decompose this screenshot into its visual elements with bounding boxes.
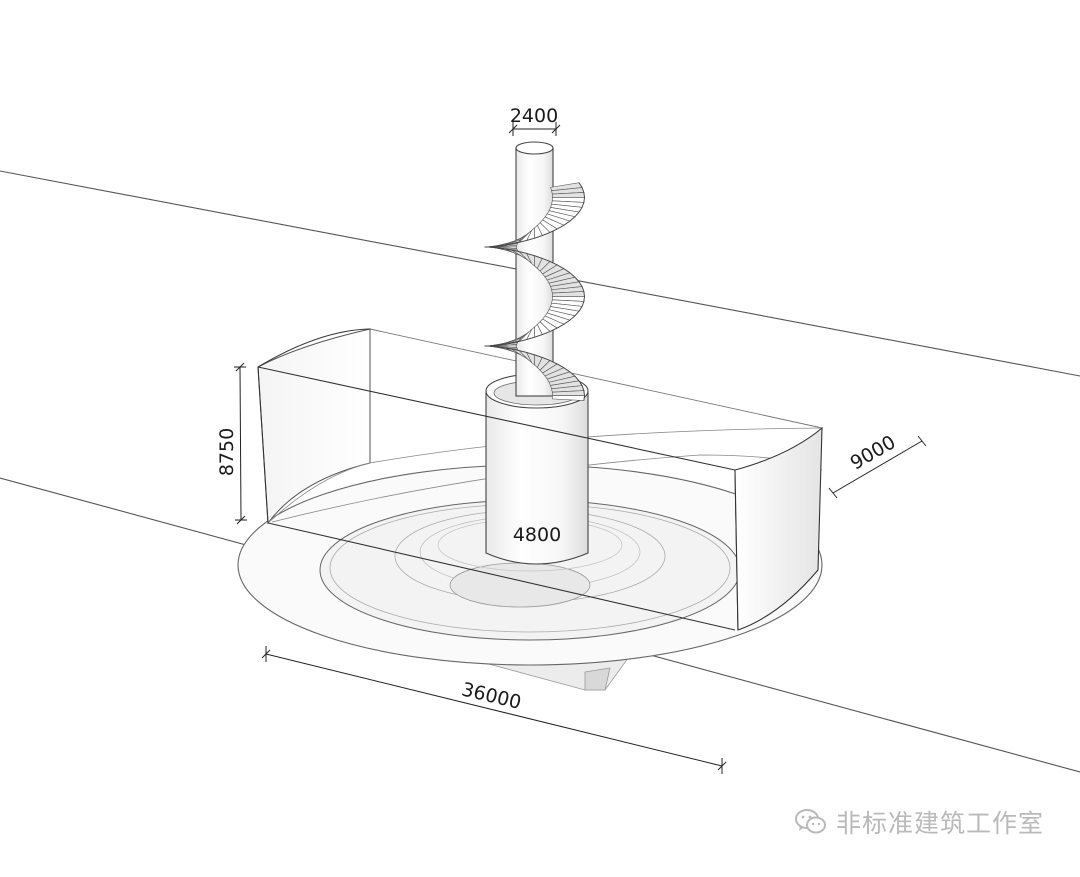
dim-box-depth: 9000 bbox=[828, 431, 927, 499]
dim-box-height: 8750 bbox=[216, 362, 247, 525]
box-top-front-edge bbox=[257, 366, 736, 471]
glass-box-right-end bbox=[734, 426, 823, 631]
dim-label-8750: 8750 bbox=[216, 428, 238, 476]
stair-handrail bbox=[484, 182, 585, 401]
box-left-vertical-edge bbox=[257, 366, 269, 524]
dim-label-2400: 2400 bbox=[510, 105, 558, 127]
dim-label-4800: 4800 bbox=[513, 524, 561, 546]
dim-base-cylinder: 4800 bbox=[513, 524, 561, 546]
dim-label-9000: 9000 bbox=[847, 431, 900, 474]
box-bottom-front-edge bbox=[267, 522, 736, 631]
box-top-curve bbox=[257, 328, 371, 368]
dim-label-36000: 36000 bbox=[459, 678, 523, 714]
watermark-text: 非标准建筑工作室 bbox=[835, 809, 1044, 838]
watermark: 非标准建筑工作室 bbox=[794, 804, 1044, 840]
dim-stair-tube: 2400 bbox=[508, 105, 561, 136]
glass-box-back bbox=[369, 328, 823, 463]
spiral-staircase bbox=[484, 182, 585, 401]
wechat-icon bbox=[794, 809, 826, 834]
